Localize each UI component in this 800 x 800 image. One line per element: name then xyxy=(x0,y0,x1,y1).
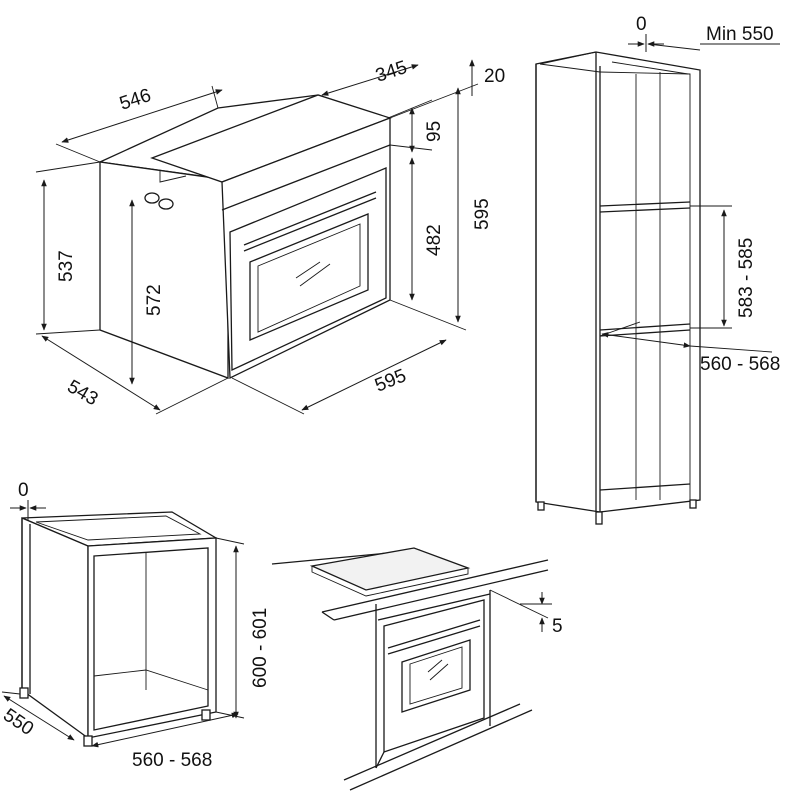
dim-oven-panel-height: 95 xyxy=(424,121,445,142)
dim-oven-width: 546 xyxy=(117,85,154,115)
dim-oven-top-depth: 345 xyxy=(373,57,410,87)
dim-under-counter-width: 560 - 568 xyxy=(132,750,212,771)
oven-drawing xyxy=(97,94,392,380)
hob-dimensions: 5 xyxy=(489,589,563,637)
dim-oven-offset: 20 xyxy=(484,66,505,87)
dim-column-niche-width: 560 - 568 xyxy=(700,354,780,375)
tall-column-dimensions: 0 Min 550 583 - 585 560 - 568 xyxy=(601,14,780,375)
dim-oven-bottom-depth: 543 xyxy=(64,376,102,410)
tall-column-drawing xyxy=(535,51,701,525)
dim-column-niche-height: 583 - 585 xyxy=(736,238,757,318)
dim-oven-front-width: 595 xyxy=(372,365,409,396)
under-counter-drawing xyxy=(19,511,219,747)
dim-under-counter-depth: 550 xyxy=(0,705,37,740)
hob-installation-drawing xyxy=(271,547,549,791)
dim-oven-total-height: 595 xyxy=(472,198,493,230)
dim-under-counter-height: 600 - 601 xyxy=(250,608,271,688)
dim-hob-clearance: 5 xyxy=(552,616,563,637)
dim-oven-side-height: 537 xyxy=(56,250,77,282)
dim-oven-door-height: 482 xyxy=(424,224,445,256)
dim-oven-inner-height: 572 xyxy=(144,284,165,316)
dim-under-counter-gap: 0 xyxy=(18,480,29,501)
dim-column-gap: 0 xyxy=(636,14,647,35)
dim-column-min-depth: Min 550 xyxy=(706,24,774,45)
